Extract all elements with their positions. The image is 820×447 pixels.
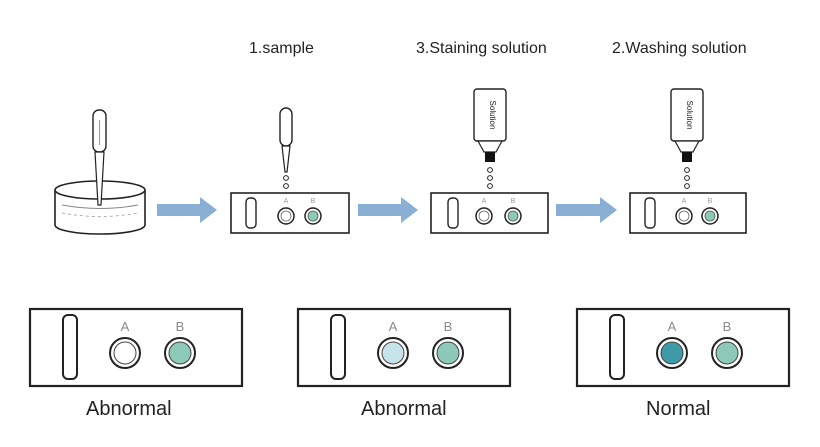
well-a-label: A [482,198,487,205]
result-label-normal: Normal [646,398,711,420]
result-card-abnormal-2: A B [296,307,512,388]
well-b-label: B [511,198,516,205]
well-a-label: A [389,319,398,334]
step-label-sample: 1.sample [249,40,314,57]
staining-bottle-text: Solution [488,101,497,130]
well-b-label: B [176,319,185,334]
well-b-label: B [708,198,713,205]
well-a-label: A [682,198,687,205]
washing-bottle-icon: Solution [670,88,704,189]
well-a-label: A [121,319,130,334]
washing-bottle-text: Solution [685,101,694,130]
arrow-3-icon [556,197,617,223]
well-a-label: A [668,319,677,334]
result-label-abnormal-1: Abnormal [86,398,172,420]
test-card-step-3: A B [629,192,747,234]
well-b-label: B [311,198,316,205]
pipette-icon [92,109,107,206]
beaker-with-pipette [54,109,146,235]
well-b-label: B [444,319,453,334]
step-label-washing: 2.Washing solution [612,40,747,57]
step-1-pipette-icon [279,107,293,189]
step-label-staining: 3.Staining solution [416,40,547,57]
arrow-1-icon [157,197,217,223]
result-card-abnormal-1: A B [28,307,244,388]
well-b-label: B [723,319,732,334]
well-a-label: A [284,198,289,205]
arrow-2-icon [358,197,418,223]
result-card-normal: A B [575,307,791,388]
test-card-step-1: A B [230,192,350,234]
result-label-abnormal-2: Abnormal [361,398,447,420]
staining-bottle-icon: Solution [473,88,507,189]
test-card-step-2: A B [430,192,549,234]
